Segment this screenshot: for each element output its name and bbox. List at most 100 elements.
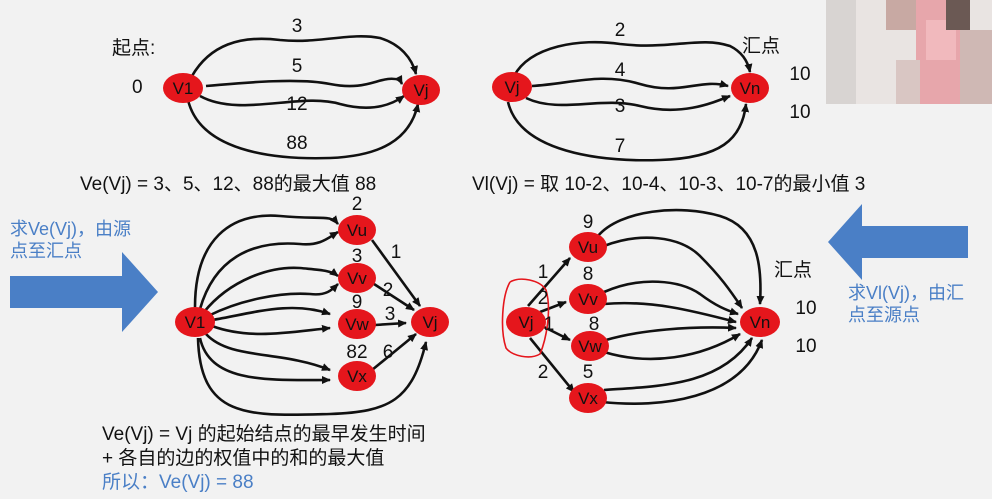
edge-vw-vn-a [605,323,737,342]
bottom-left-nodes [175,215,449,391]
weight-br-out-2a: 2 [538,288,549,309]
sink-value-tr-1: 10 [789,64,810,85]
weight-bl-out-6: 6 [383,342,394,363]
edge-vj-vn-4 [531,77,729,90]
conclusion: 所以：Ve(Vj) = 88 [102,472,254,493]
label-vj-top: Vj [413,81,428,100]
formula-ve: Ve(Vj) = 3、5、12、88的最大值 88 [80,174,377,195]
edge-vv-vn-b [603,301,737,324]
side-note-left-line1: 求Ve(Vj)，由源 [10,219,132,239]
sink-value-br-2: 10 [795,336,816,357]
weight-br-out-1b: 1 [544,314,555,335]
highlight-scribble [501,278,550,358]
edge-vj-vn-2 [512,40,753,77]
edge-vu-vj [370,239,422,307]
formula-vl: Vl(Vj) = 取 10-2、10-4、10-3、10-7的最小值 3 [472,174,866,195]
edge-v1-vx-a [205,333,331,372]
label-vv-bottom-right: Vv [578,290,598,309]
label-vw-bottom-right: Vw [578,337,602,356]
weight-tl-3: 3 [292,16,303,37]
node-vw-bottom-left [338,309,376,339]
node-vj-top-right [492,72,532,102]
edge-vj-vv [539,300,567,314]
edge-vj-vx [528,337,576,393]
node-vv-bottom-left [338,263,376,293]
node-vx-bottom-right [569,383,607,413]
label-v1-bottom: V1 [185,313,206,332]
sink-value-br-1: 10 [795,298,816,319]
weight-br-out-2b: 2 [538,362,549,383]
weight-bl-in-82: 82 [346,342,367,363]
bottom-left-edges [193,214,429,417]
edge-vu-vn-b [603,236,744,309]
label-vu-bottom-left: Vu [347,221,367,240]
edge-vv-vj [373,282,415,312]
edge-vx-vj [371,332,417,372]
side-note-left: 求Ve(Vj)，由源 点至汇点 [10,218,131,262]
node-vu-bottom-left [338,215,376,245]
edge-v1-vj-12 [199,94,405,110]
node-v1-top [163,73,203,103]
edge-v1-vu-b [198,230,339,310]
edge-vx-vn-b [601,339,764,405]
label-vw-bottom-left: Vw [345,315,369,334]
label-vx-bottom-left: Vx [347,367,367,386]
edge-vj-vu [527,257,571,307]
weight-br-path-8b: 8 [589,314,600,335]
weight-tr-2: 2 [615,20,626,41]
node-vj-bottom-right [506,307,546,337]
edge-v1-vj-3 [190,35,418,77]
edge-v1-vx-b [198,337,331,385]
webcam-overlay [826,0,992,104]
sink-value-tr-2: 10 [789,102,810,123]
edge-v1-vv-b [207,283,339,318]
edge-vj-vn-7 [506,101,750,162]
top-left-edges [186,35,421,160]
edge-v1-vv-a [202,266,339,313]
edge-v1-vw-a [211,306,331,322]
weight-br-out-1a: 1 [538,262,549,283]
node-v1-bottom [175,307,215,337]
weight-bl-in-9: 9 [352,292,363,313]
weight-tr-4: 4 [615,60,626,81]
explanation-line2: + 各自的边的权值中的和的最大值 [102,448,385,469]
weight-bl-out-1: 1 [391,242,402,263]
weight-tr-7: 7 [615,136,626,157]
weight-br-path-9: 9 [583,212,594,233]
weight-bl-out-3: 3 [385,304,396,325]
label-vj-bottom-right: Vj [518,313,533,332]
edge-v1-vj-5 [205,75,404,88]
weight-tl-12: 12 [286,94,307,115]
weight-tl-5: 5 [292,56,303,77]
bottom-right-edges [527,208,765,405]
side-note-right-line1: 求Vl(Vj)，由汇 [848,283,964,303]
weight-bl-in-3: 3 [352,246,363,267]
side-note-right-line2: 点至源点 [848,305,920,325]
edge-vx-vn-a [603,337,754,392]
side-note-right: 求Vl(Vj)，由汇 点至源点 [848,282,964,326]
weight-br-path-5: 5 [583,362,594,383]
sink-label-bottom: 汇点 [774,260,813,281]
edge-v1-vu-a [193,214,340,308]
node-vj-bottom-left [411,307,449,337]
node-vv-bottom-right [569,284,607,314]
node-vx-bottom-left [338,361,376,391]
weight-tl-88: 88 [286,133,307,154]
weight-bl-in-2: 2 [352,194,363,215]
edge-v1-vj-long [196,337,429,417]
top-right-nodes [492,72,769,103]
weight-tr-3: 3 [615,96,626,117]
node-vn-bottom-right [740,307,780,337]
node-vj-top [402,75,440,105]
node-vn-top-right [731,73,769,103]
weight-br-path-8a: 8 [583,264,594,285]
start-label: 起点: [112,38,156,59]
node-vw-bottom-right [571,331,609,361]
right-pointing-arrow-icon [10,252,158,332]
side-note-left-line2: 点至汇点 [10,241,82,261]
start-value: 0 [132,77,143,98]
edge-vw-vj [374,319,407,328]
sink-label-top: 汇点 [742,36,781,57]
label-vn-bottom-right: Vn [750,313,771,332]
